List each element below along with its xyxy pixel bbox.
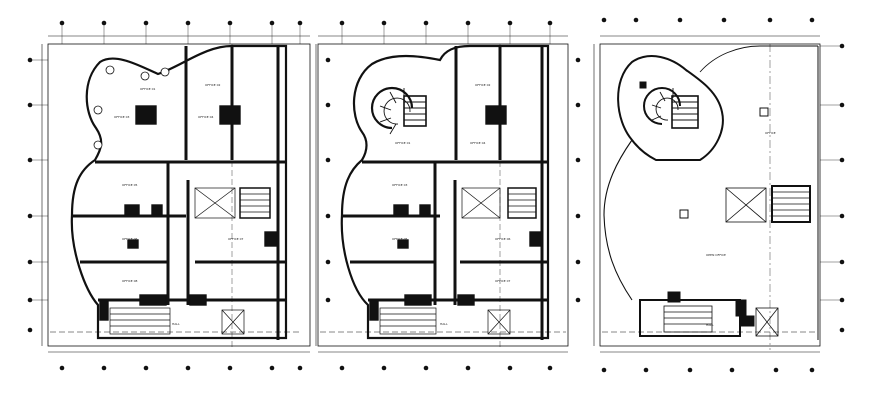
dimension-frame bbox=[317, 43, 569, 347]
grid-bubbles bbox=[27, 20, 331, 371]
curved-facade-wall bbox=[70, 44, 288, 340]
room-labels: OFFICE 01 OFFICE 02 OFFICE 03 OFFICE 04 … bbox=[114, 83, 244, 326]
spiral-stair bbox=[370, 86, 427, 135]
room-label: OFFICE 05 bbox=[122, 183, 138, 187]
interior-walls bbox=[72, 46, 286, 340]
furniture bbox=[369, 105, 543, 321]
columns bbox=[639, 81, 769, 327]
room-labels: OFFICE 01 OFFICE 02 OFFICE 03 OFFICE 04 … bbox=[392, 83, 511, 326]
room-label: OFFICE 03 bbox=[114, 115, 130, 119]
tower-wall bbox=[617, 55, 724, 161]
stair-core bbox=[109, 187, 271, 335]
room-label: OFFICE 04 bbox=[470, 141, 486, 145]
curved-facade-wall bbox=[340, 44, 550, 340]
curved-glazing-wall bbox=[603, 139, 633, 301]
room-label: OPEN OFFICE bbox=[706, 253, 726, 257]
room-label: OFFICE 05 bbox=[392, 237, 408, 241]
spiral-stair bbox=[643, 87, 699, 129]
dimension-frame bbox=[47, 43, 311, 347]
room-label: HALL bbox=[440, 322, 448, 326]
grid-bubbles bbox=[339, 20, 581, 371]
room-label: OFFICE 03 bbox=[392, 183, 408, 187]
furniture bbox=[99, 105, 278, 321]
room-labels: OFFICE OPEN OFFICE HALL bbox=[706, 131, 776, 327]
stair-core bbox=[639, 185, 811, 337]
plan-left: OFFICE 01 OFFICE 02 OFFICE 03 OFFICE 04 … bbox=[27, 20, 331, 371]
room-label: OFFICE 06 bbox=[122, 237, 138, 241]
room-label: OFFICE bbox=[765, 131, 776, 135]
room-label: OFFICE 02 bbox=[205, 83, 221, 87]
room-label: OFFICE 01 bbox=[140, 87, 156, 91]
stair-core bbox=[379, 187, 537, 335]
room-label: HALL bbox=[706, 323, 714, 327]
grid-bubbles bbox=[601, 17, 845, 373]
plan-middle: OFFICE 01 OFFICE 02 OFFICE 03 OFFICE 04 … bbox=[317, 20, 581, 371]
room-label: HALL bbox=[172, 322, 180, 326]
room-label: OFFICE 01 bbox=[395, 141, 411, 145]
room-label: OFFICE 06 bbox=[495, 237, 511, 241]
room-label: OFFICE 02 bbox=[475, 83, 491, 87]
room-label: OFFICE 07 bbox=[228, 237, 244, 241]
plan-right: OFFICE OPEN OFFICE HALL bbox=[593, 17, 845, 373]
room-label: OFFICE 07 bbox=[495, 279, 511, 283]
room-label: OFFICE 08 bbox=[122, 279, 138, 283]
room-label: OFFICE 04 bbox=[198, 115, 214, 119]
dimension-frame bbox=[599, 43, 821, 347]
